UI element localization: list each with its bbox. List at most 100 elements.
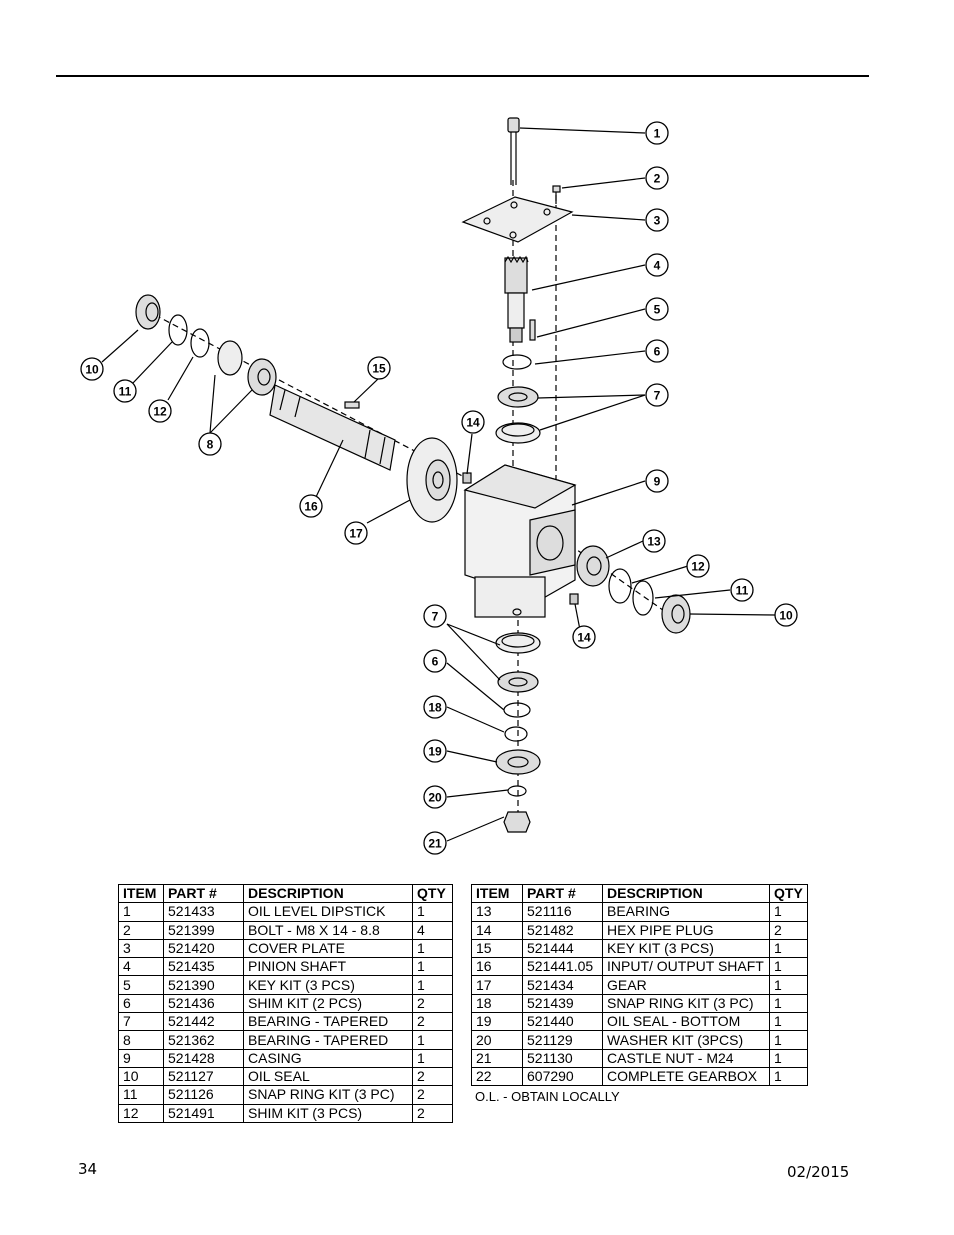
cell-description: SHIM KIT (3 PCS) bbox=[243, 1103, 413, 1123]
cell-description: SNAP RING KIT (3 PC) bbox=[602, 993, 770, 1014]
svg-text:20: 20 bbox=[428, 791, 442, 805]
cell-part: 521362 bbox=[163, 1030, 244, 1050]
svg-text:2: 2 bbox=[654, 172, 661, 186]
callout-6-bottom: 6 bbox=[423, 649, 447, 673]
svg-text:15: 15 bbox=[372, 362, 386, 376]
svg-text:19: 19 bbox=[428, 745, 442, 759]
svg-text:12: 12 bbox=[691, 560, 705, 574]
cell-item: 5 bbox=[118, 975, 164, 995]
cell-qty: 2 bbox=[412, 1012, 453, 1032]
cell-description: BEARING - TAPERED bbox=[243, 1012, 413, 1032]
callout-9: 9 bbox=[645, 469, 669, 493]
svg-text:13: 13 bbox=[647, 535, 661, 549]
cell-part: 521129 bbox=[522, 1030, 603, 1050]
cell-part: 521126 bbox=[163, 1085, 244, 1105]
cell-qty: 1 bbox=[412, 902, 453, 922]
cell-item: 12 bbox=[118, 1103, 164, 1123]
cell-qty: 1 bbox=[412, 957, 453, 977]
cell-item: 9 bbox=[118, 1048, 164, 1068]
callout-15: 15 bbox=[367, 356, 391, 380]
callout-11-left: 11 bbox=[113, 379, 137, 403]
cell-item: 16 bbox=[471, 957, 523, 977]
callout-16: 16 bbox=[299, 494, 323, 518]
svg-text:8: 8 bbox=[207, 438, 214, 452]
cell-qty: 1 bbox=[769, 938, 808, 959]
cell-part: 521435 bbox=[163, 957, 244, 977]
svg-text:9: 9 bbox=[654, 475, 661, 489]
svg-text:11: 11 bbox=[736, 584, 749, 598]
callout-21: 21 bbox=[423, 831, 447, 855]
cell-item: 10 bbox=[118, 1066, 164, 1087]
cell-qty: 2 bbox=[412, 1103, 453, 1123]
cell-part: 521434 bbox=[522, 975, 603, 995]
cell-qty: 1 bbox=[769, 1066, 808, 1087]
cell-part: 521390 bbox=[163, 975, 244, 995]
cell-description: COMPLETE GEARBOX bbox=[602, 1066, 770, 1087]
callout-18: 18 bbox=[423, 695, 447, 719]
cell-qty: 1 bbox=[412, 938, 453, 959]
cell-item: 1 bbox=[118, 902, 164, 922]
svg-text:21: 21 bbox=[428, 837, 442, 851]
cell-description: COVER PLATE bbox=[243, 938, 413, 959]
col-part-header: PART # bbox=[522, 883, 603, 904]
svg-text:7: 7 bbox=[432, 610, 439, 624]
cell-description: BOLT - M8 X 14 - 8.8 bbox=[243, 920, 413, 940]
cell-description: CASING bbox=[243, 1048, 413, 1068]
svg-text:10: 10 bbox=[779, 609, 793, 623]
cell-description: HEX PIPE PLUG bbox=[602, 920, 770, 940]
cell-part: 521116 bbox=[522, 902, 603, 922]
cell-qty: 1 bbox=[412, 1030, 453, 1050]
cell-item: 21 bbox=[471, 1048, 523, 1068]
callout-11-right: 11 bbox=[730, 578, 754, 602]
cell-description: SHIM KIT (2 PCS) bbox=[243, 993, 413, 1014]
callout-5: 5 bbox=[645, 297, 669, 321]
callout-7-bottom: 7 bbox=[423, 604, 447, 628]
cell-description: SNAP RING KIT (3 PC) bbox=[243, 1085, 413, 1105]
cell-part: 521441.05 bbox=[522, 957, 603, 977]
callout-3: 3 bbox=[645, 208, 669, 232]
cell-part: 521442 bbox=[163, 1012, 244, 1032]
col-description-header: DESCRIPTION bbox=[602, 883, 770, 904]
callout-17: 17 bbox=[344, 521, 368, 545]
obtain-locally-note: O.L. - OBTAIN LOCALLY bbox=[475, 1089, 620, 1104]
cell-item: 3 bbox=[118, 938, 164, 959]
callout-8: 8 bbox=[198, 432, 222, 456]
svg-text:1: 1 bbox=[654, 127, 661, 141]
col-qty-header: QTY bbox=[412, 883, 453, 904]
cell-part: 521127 bbox=[163, 1066, 244, 1087]
cell-qty: 1 bbox=[769, 1048, 808, 1068]
cell-description: GEAR bbox=[602, 975, 770, 995]
col-item-header: ITEM bbox=[118, 883, 164, 904]
svg-text:12: 12 bbox=[153, 405, 167, 419]
col-item-header: ITEM bbox=[471, 883, 523, 904]
cell-description: OIL SEAL bbox=[243, 1066, 413, 1087]
cell-qty: 2 bbox=[769, 920, 808, 940]
cell-description: KEY KIT (3 PCS) bbox=[243, 975, 413, 995]
cell-part: 521440 bbox=[522, 1012, 603, 1032]
table-header-row: ITEM PART # DESCRIPTION QTY bbox=[118, 883, 453, 904]
cell-part: 521420 bbox=[163, 938, 244, 959]
cell-qty: 4 bbox=[412, 920, 453, 940]
cell-qty: 2 bbox=[412, 1085, 453, 1105]
cell-item: 17 bbox=[471, 975, 523, 995]
col-description-header: DESCRIPTION bbox=[243, 883, 413, 904]
callout-4: 4 bbox=[645, 253, 669, 277]
cell-part: 521491 bbox=[163, 1103, 244, 1123]
callout-2: 2 bbox=[645, 166, 669, 190]
callout-10-right: 10 bbox=[774, 603, 798, 627]
svg-text:5: 5 bbox=[654, 303, 661, 317]
cell-qty: 1 bbox=[769, 902, 808, 922]
